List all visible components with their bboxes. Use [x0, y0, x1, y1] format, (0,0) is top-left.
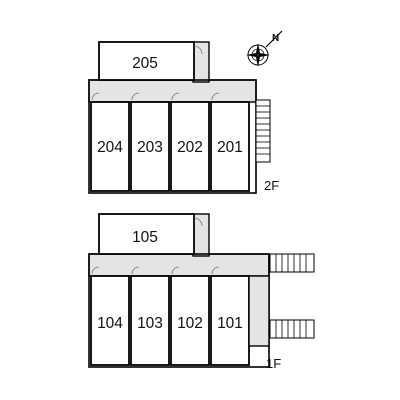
- door-swing: [91, 266, 100, 275]
- door-swing: [193, 217, 203, 227]
- entrance-hall-1f: [248, 275, 270, 347]
- corridor-2f-branch: [192, 41, 210, 83]
- room-105: [98, 213, 195, 255]
- compass-label: N: [272, 33, 279, 44]
- room-104: [90, 275, 130, 366]
- room-103: [130, 275, 170, 366]
- compass-rose-icon: N: [246, 30, 283, 67]
- door-swing: [211, 266, 220, 275]
- room-label-102: 102: [177, 315, 203, 332]
- room-201: [210, 101, 250, 192]
- floor-2-plan: 205 204 203 202 201 2F: [88, 41, 279, 194]
- room-102: [170, 275, 210, 366]
- stair-steps-1f-upper: [275, 254, 307, 272]
- door-swing: [91, 92, 100, 101]
- room-label-101: 101: [217, 315, 243, 332]
- door-swing: [171, 266, 180, 275]
- floor-label-1f: 1F: [266, 356, 281, 371]
- room-202: [170, 101, 210, 192]
- door-swing: [131, 266, 140, 275]
- room-204: [90, 101, 130, 192]
- room-label-201: 201: [217, 139, 243, 156]
- room-205: [98, 41, 195, 81]
- room-label-202: 202: [177, 139, 203, 156]
- room-203: [130, 101, 170, 192]
- room-label-204: 204: [97, 139, 123, 156]
- door-swing: [171, 92, 180, 101]
- room-label-104: 104: [97, 315, 123, 332]
- floor-1-plan: 105 104 103 102 101: [88, 213, 315, 371]
- floor-label-2f: 2F: [264, 178, 279, 193]
- room-101: [210, 275, 250, 366]
- room-label-205: 205: [132, 55, 158, 72]
- corridor-1f: [88, 253, 270, 277]
- stair-1f-upper: [269, 253, 315, 273]
- stair-2f: [255, 99, 271, 163]
- door-swing: [131, 92, 140, 101]
- door-swing: [193, 45, 203, 55]
- stair-steps-2f: [256, 105, 270, 155]
- stair-steps-1f-lower: [275, 320, 307, 338]
- room-label-103: 103: [137, 315, 163, 332]
- room-label-203: 203: [137, 139, 163, 156]
- corridor-1f-branch: [192, 213, 210, 257]
- stair-1f-lower: [269, 319, 315, 339]
- room-label-105: 105: [132, 229, 158, 246]
- door-swing: [211, 92, 220, 101]
